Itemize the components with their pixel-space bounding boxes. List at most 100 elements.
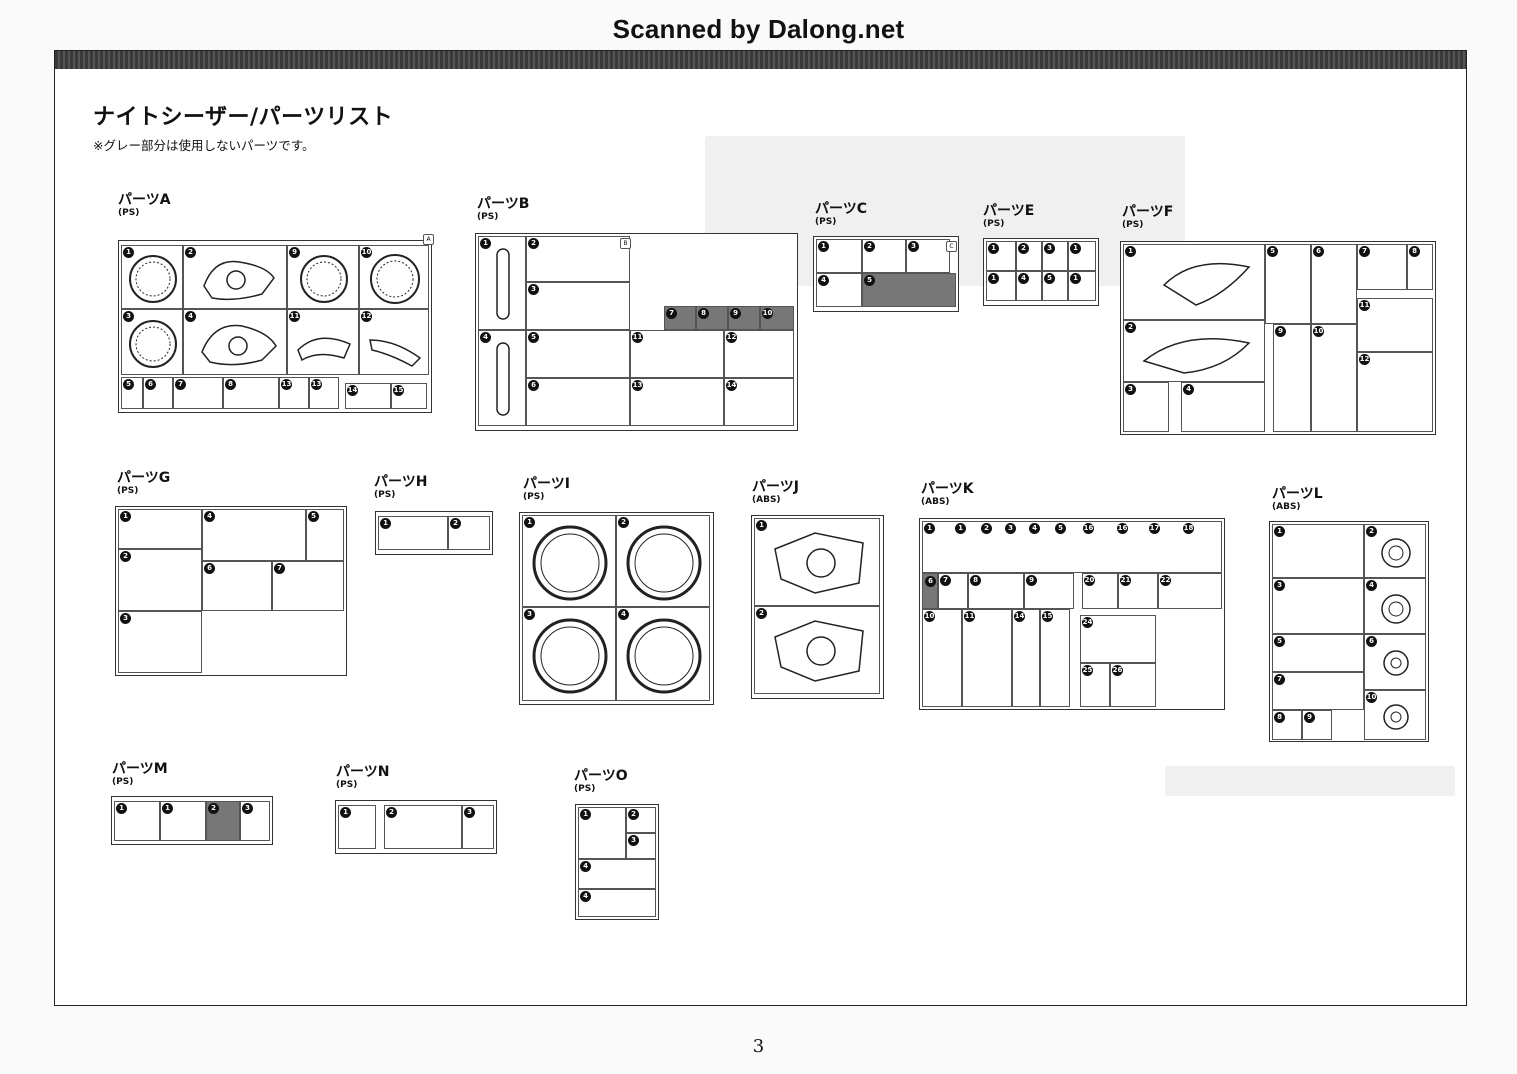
part-cell: 15 [391,383,427,409]
part-cell: 10 [922,609,962,707]
parts-f-label: パーツF(PS) [1122,204,1174,231]
part-cell: 8 [223,377,279,409]
part-cell: 1 [1123,244,1265,320]
part-cell: 21 [1118,573,1158,609]
part-number-badge: 8 [1409,246,1420,257]
part-cell: 9 [1024,573,1074,609]
part-number-badge: 2 [1125,322,1136,333]
hub-icon [1383,650,1409,676]
part-cell: 1 [1068,241,1096,271]
parts-o-label: パーツO(PS) [574,768,628,795]
part-cell: 2 [526,236,630,282]
part-number-badge: 24 [1082,617,1093,628]
part-cell: 2 [1123,320,1265,382]
part-number-badge: 1 [340,807,351,818]
part-number-badge: 5 [1055,523,1066,534]
part-number-badge: 2 [185,247,196,258]
part-number-badge: 6 [528,380,539,391]
part-cell: 12 [1357,352,1433,432]
sprue-n: 1 2 3 [335,800,497,854]
part-cell: 1 [378,516,448,550]
part-number-badge: 9 [730,308,741,319]
part-number-badge: 2 [628,809,639,820]
part-cell: 2 [384,805,462,849]
part-number-badge: 2 [1018,243,1029,254]
page-note: ※グレー部分は使用しないパーツです。 [93,138,315,153]
hub-icon [1381,594,1411,624]
part-cell: 26 [1110,663,1156,707]
part-number-badge: 4 [185,311,196,322]
part-cell: 4 [202,509,306,561]
part-number-badge: 2 [208,803,219,814]
page-number: 3 [752,1036,765,1057]
part-number-badge: 2 [618,517,629,528]
part-number-badge: 8 [225,379,236,390]
sprue-tag: B [620,238,631,249]
scan-watermark: Scanned by Dalong.net [612,14,905,44]
sprue-c: 1 2 3 4 5 C [813,236,959,312]
parts-k-label: パーツK(ABS) [921,481,974,508]
part-number-badge: 6 [145,379,156,390]
part-number-badge: 3 [1044,243,1055,254]
part-cell: 2 [626,807,656,833]
part-number-badge: 1 [524,517,535,528]
part-number-badge: 21 [1120,575,1131,586]
part-number-badge: 2 [756,608,767,619]
part-cell: 1 [578,807,626,859]
bracket-icon [297,337,351,362]
part-cell: 5 [306,509,344,561]
part-cell: 14 [1012,609,1040,707]
part-number-badge: 11 [1359,300,1370,311]
part-cell: 13 [279,377,309,409]
part-number-badge: 14 [1014,611,1025,622]
part-number-badge: 3 [120,613,131,624]
part-cell: 11 [962,609,1012,707]
part-cell: 11 [1357,298,1433,352]
sprue-i: 1 2 3 4 [519,512,714,705]
part-number-badge: 7 [1274,674,1285,685]
part-cell: 2 [1016,241,1042,271]
part-cell: 3 [462,805,494,849]
part-number-badge: 1 [756,520,767,531]
part-cell: 6 [1364,634,1426,690]
part-number-badge: 3 [1005,523,1016,534]
parts-a-label: パーツA(PS) [118,192,171,219]
part-cell: 3 [1272,578,1364,634]
cowl-icon [1142,338,1251,374]
part-number-badge: 5 [1267,246,1278,257]
part-number-badge: 7 [940,575,951,586]
sprue-tag: A [423,234,434,245]
unused-part-cell: 9 [728,306,760,330]
part-number-badge: 2 [386,807,397,818]
part-number-badge: 1 [818,241,829,252]
frame-plate-icon [774,620,864,682]
parts-c-label: パーツC(PS) [815,201,867,228]
part-cell: 2 [616,515,710,607]
part-number-badge: 15 [1042,611,1053,622]
part-cell: 2 [1364,524,1426,578]
part-cell: 7 [938,573,968,609]
part-number-badge: 1 [1070,273,1081,284]
part-number-badge: 7 [666,308,677,319]
part-number-badge: 16 [1117,523,1128,534]
part-cell: 12 [724,330,794,378]
part-number-badge: 5 [864,275,875,286]
part-number-badge: 8 [970,575,981,586]
tire-icon [532,618,608,694]
sprue-h: 1 2 [375,511,493,555]
gear-ring-icon [129,255,177,303]
part-number-badge: 22 [1160,575,1171,586]
engine-case-icon [203,260,275,301]
part-cell: 1 [118,509,202,549]
part-cell: 24 [1080,615,1156,663]
part-cell: 1 [121,245,183,309]
part-number-badge: 2 [981,523,992,534]
part-number-badge: 9 [289,247,300,258]
part-number-badge: 9 [1026,575,1037,586]
part-number-badge: 1 [988,243,999,254]
part-number-badge: 12 [726,332,737,343]
part-number-badge: 1 [580,809,591,820]
part-cell: 11 [287,309,359,375]
part-cell: 2 [862,239,906,273]
